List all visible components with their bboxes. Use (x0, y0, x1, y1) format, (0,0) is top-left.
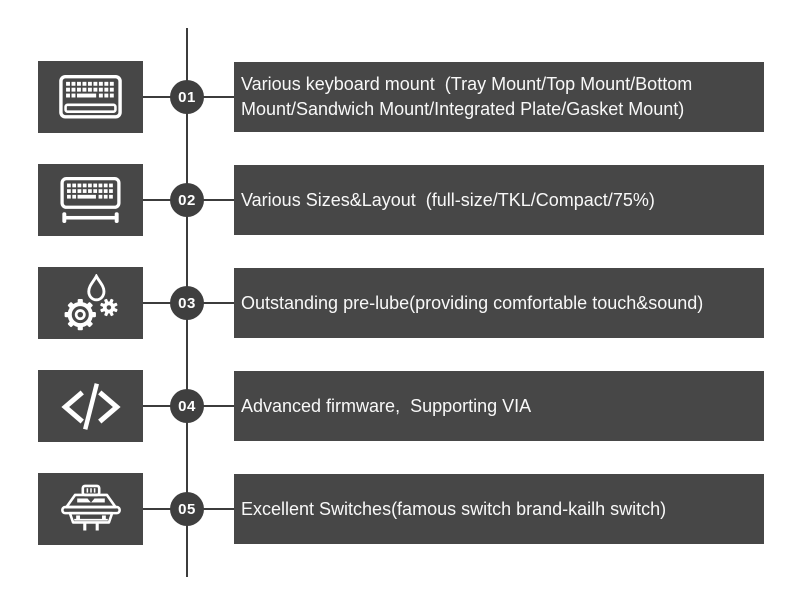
feature-text-line: Various Sizes&Layout (full-size/TKL/Comp… (241, 189, 655, 210)
code-firmware-icon (60, 382, 121, 430)
feature-icon-box (38, 61, 143, 133)
feature-row-5: 05 Excellent Switches(famous switch bran… (0, 473, 800, 545)
feature-text-line: Outstanding pre-lube(providing comfortab… (241, 292, 704, 313)
feature-icon-box (38, 473, 143, 545)
feature-icon-box (38, 370, 143, 442)
step-number: 05 (178, 500, 196, 518)
feature-text-box: Various Sizes&Layout (full-size/TKL/Comp… (234, 165, 764, 235)
step-number: 02 (178, 191, 196, 209)
feature-text-line: Mount/Sandwich Mount/Integrated Plate/Ga… (241, 99, 685, 119)
feature-row-4: 04 Advanced firmware, Supporting VIA (0, 370, 800, 442)
switch-icon (60, 484, 121, 531)
step-number-badge: 01 (170, 80, 204, 114)
step-number-badge: 04 (170, 389, 204, 423)
feature-text-box: Various keyboard mount (Tray Mount/Top M… (234, 62, 764, 132)
feature-row-3: 03 Outstanding pre-lube(providing comfor… (0, 267, 800, 339)
step-number: 04 (178, 397, 196, 415)
keyboard-sizes-icon (60, 177, 121, 223)
step-number-badge: 03 (170, 286, 204, 320)
step-number: 03 (178, 294, 196, 312)
feature-row-1: 01 Various keyboard mount (Tray Mount/To… (0, 61, 800, 133)
feature-icon-box (38, 164, 143, 236)
feature-text-line: Advanced firmware, Supporting VIA (241, 395, 532, 416)
feature-text-box: Excellent Switches(famous switch brand-k… (234, 474, 764, 544)
step-number-badge: 05 (170, 492, 204, 526)
feature-text-box: Outstanding pre-lube(providing comfortab… (234, 268, 764, 338)
step-number-badge: 02 (170, 183, 204, 217)
feature-text-line: Various keyboard mount (Tray Mount/Top M… (241, 74, 693, 94)
lube-gears-icon (64, 274, 118, 331)
feature-icon-box (38, 267, 143, 339)
feature-row-2: 02 Various Sizes&Layout (full-size/TKL/C… (0, 164, 800, 236)
feature-text-box: Advanced firmware, Supporting VIA (234, 371, 764, 441)
keyboard-icon (59, 75, 122, 119)
step-number: 01 (178, 88, 196, 106)
feature-text-line: Excellent Switches(famous switch brand-k… (241, 498, 667, 519)
